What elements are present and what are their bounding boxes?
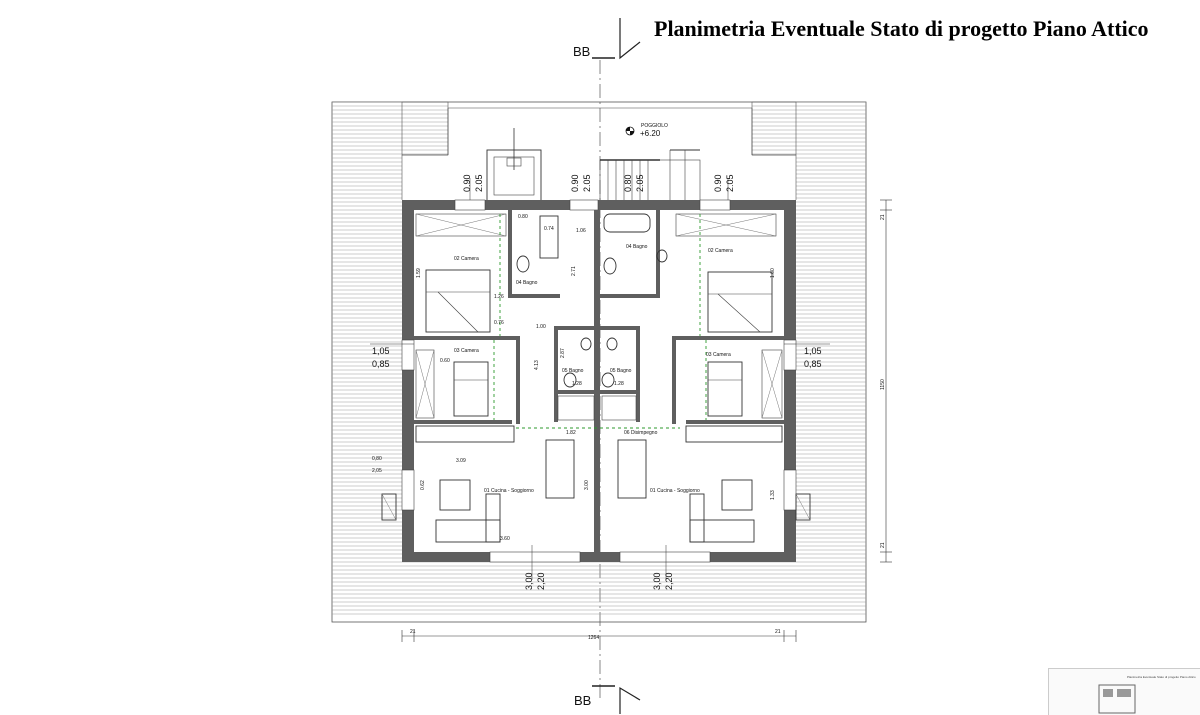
svg-text:1.28: 1.28 (572, 381, 582, 387)
roof-slopes (331, 101, 867, 623)
thumbnail-plan-icon (1098, 684, 1136, 714)
dim-door-bottom-right-height: 2,20 (664, 572, 674, 590)
dim-wall-top: 21 (880, 214, 886, 220)
svg-text:0.62: 0.62 (420, 480, 426, 490)
room-label-cucina-left: 01 Cucina - Soggiorno (484, 488, 534, 494)
svg-text:1.00: 1.00 (536, 324, 546, 330)
dim-window-top-2-height: 2.05 (582, 174, 592, 192)
room-label-disimpegno: 06 Disimpegno (624, 430, 658, 436)
dim-window-top-2-width: 0.90 (570, 174, 580, 192)
svg-text:3.09: 3.09 (456, 458, 466, 464)
dim-window-side-right-width: 1,05 (804, 346, 822, 356)
dim-wall-bottom: 21 (880, 542, 886, 548)
dim-window-top-4-width: 0.90 (713, 174, 723, 192)
section-label-bottom: BB (574, 693, 591, 708)
wardrobes (415, 213, 783, 419)
svg-text:0.80: 0.80 (518, 214, 528, 220)
dim-overall-height: 1150 (880, 379, 886, 390)
dim-window-side-left-height: 0,85 (372, 359, 390, 369)
room-label-bagno-05-left: 05 Bagno (562, 368, 584, 374)
room-label-bagno-04-right: 04 Bagno (626, 244, 648, 250)
thumbnail-preview[interactable]: Planimetria Eventuale Stato di progetto … (1048, 668, 1200, 715)
plan-title: Planimetria Eventuale Stato di progetto … (654, 16, 1149, 41)
svg-text:3.60: 3.60 (500, 536, 510, 542)
dim-window-low-left-height: 2,05 (372, 468, 382, 474)
staircase (599, 149, 701, 205)
dim-overall-width: 1264 (588, 635, 599, 641)
room-label-camera-02-right: 02 Camera (708, 248, 733, 254)
dim-wall-right: 21 (775, 629, 781, 635)
room-label-camera-03-right: 03 Camera (706, 352, 731, 358)
dim-window-top-4-height: 2.05 (725, 174, 735, 192)
room-label-cucina-right: 01 Cucina - Soggiorno (650, 488, 700, 494)
terrace-poggiolo (402, 107, 796, 156)
thumbnail-caption: Planimetria Eventuale Stato di progetto … (1127, 675, 1196, 679)
dim-door-bottom-left-height: 2,20 (536, 572, 546, 590)
svg-text:3.00: 3.00 (584, 480, 590, 490)
beds (425, 269, 773, 417)
svg-text:2.87: 2.87 (560, 348, 566, 358)
inner-dimension-labels: 0.74 1.06 2.71 0.80 1.59 1.26 1.60 4.13 … (416, 214, 776, 542)
dimension-lines (370, 178, 892, 642)
svg-text:1.06: 1.06 (576, 228, 586, 234)
kitchen-living-furniture (415, 425, 783, 543)
svg-text:1.26: 1.26 (494, 294, 504, 300)
section-label-top: BB (573, 44, 590, 59)
svg-text:1.60: 1.60 (770, 268, 776, 278)
room-label-bagno-05-right: 05 Bagno (610, 368, 632, 374)
room-label-bagno-04-left: 04 Bagno (516, 280, 538, 286)
dim-door-bottom-left-width: 3,00 (524, 572, 534, 590)
elevator-shaft (486, 128, 542, 203)
svg-text:1.28: 1.28 (614, 381, 624, 387)
dim-window-top-3-height: 2.05 (635, 174, 645, 192)
wall-vents (381, 493, 811, 521)
dim-window-side-right-height: 0,85 (804, 359, 822, 369)
svg-text:1.33: 1.33 (770, 490, 776, 500)
terrace-label: POGGIOLO (641, 123, 668, 129)
exterior-walls (401, 199, 797, 563)
dim-window-side-left-width: 1,05 (372, 346, 390, 356)
dim-door-bottom-right-width: 3,00 (652, 572, 662, 590)
interior-walls (414, 210, 784, 552)
svg-text:0.76: 0.76 (494, 320, 504, 326)
room-label-camera-02-left: 02 Camera (454, 256, 479, 262)
dim-wall-left: 21 (410, 629, 416, 635)
dim-window-top-3-width: 0.80 (623, 174, 633, 192)
green-reference-lines (493, 214, 707, 429)
dim-window-top-1-width: 0.90 (462, 174, 472, 192)
svg-text:1.59: 1.59 (416, 268, 422, 278)
dim-window-low-left-width: 0,80 (372, 456, 382, 462)
bathroom-fixtures (516, 213, 668, 421)
svg-text:0.74: 0.74 (544, 226, 554, 232)
room-label-camera-03-left: 03 Camera (454, 348, 479, 354)
svg-text:1.82: 1.82 (566, 430, 576, 436)
svg-text:2.71: 2.71 (571, 266, 577, 276)
dim-window-top-1-height: 2.05 (474, 174, 484, 192)
terrace-level: +6.20 (640, 129, 661, 138)
svg-text:4.13: 4.13 (534, 360, 540, 370)
svg-text:0.60: 0.60 (440, 358, 450, 364)
